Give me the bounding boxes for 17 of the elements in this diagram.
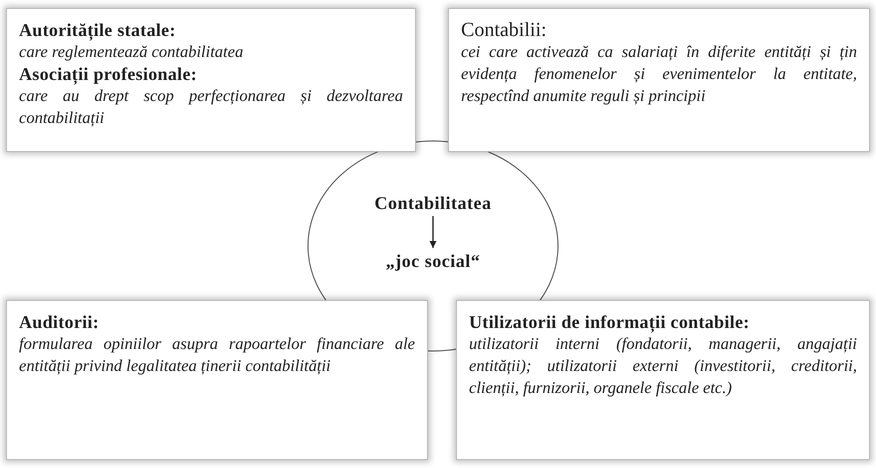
text-box (448, 8, 870, 152)
heading-text: Autoritățile statale: (19, 19, 177, 41)
description-text: formularea opiniilor asupra rapoartelor financiare ale entității privind legalitatea ținerii contabilității (19, 333, 415, 377)
label-text: Contabilitatea (347, 190, 519, 216)
label-text: „joc social“ (347, 248, 519, 274)
description-text: cei care activează ca salariați în diferite entități și țin evidența fenomenelor și evenimentelor la entitate, respectînd anumite reguli și principii (461, 41, 857, 107)
heading-text: Asociații profesionale: (19, 63, 198, 85)
text-box (6, 8, 416, 152)
text-box (6, 300, 428, 460)
text-box (456, 300, 870, 460)
description-text: utilizatorii interni (fondatorii, managerii, angajații entității); utilizatorii externi (investitorii, creditorii, clienții, furnizorii, organele fiscale etc.) (469, 333, 857, 399)
heading-text: Contabilii: (461, 19, 548, 41)
description-text: care au drept scop perfecționarea și dezvoltarea contabilitații (19, 85, 403, 129)
description-text: care reglementează contabilitatea (19, 41, 244, 63)
arrow (430, 216, 436, 248)
heading-text: Utilizatorii de informații contabile: (469, 311, 751, 333)
heading-text: Auditorii: (19, 311, 100, 333)
